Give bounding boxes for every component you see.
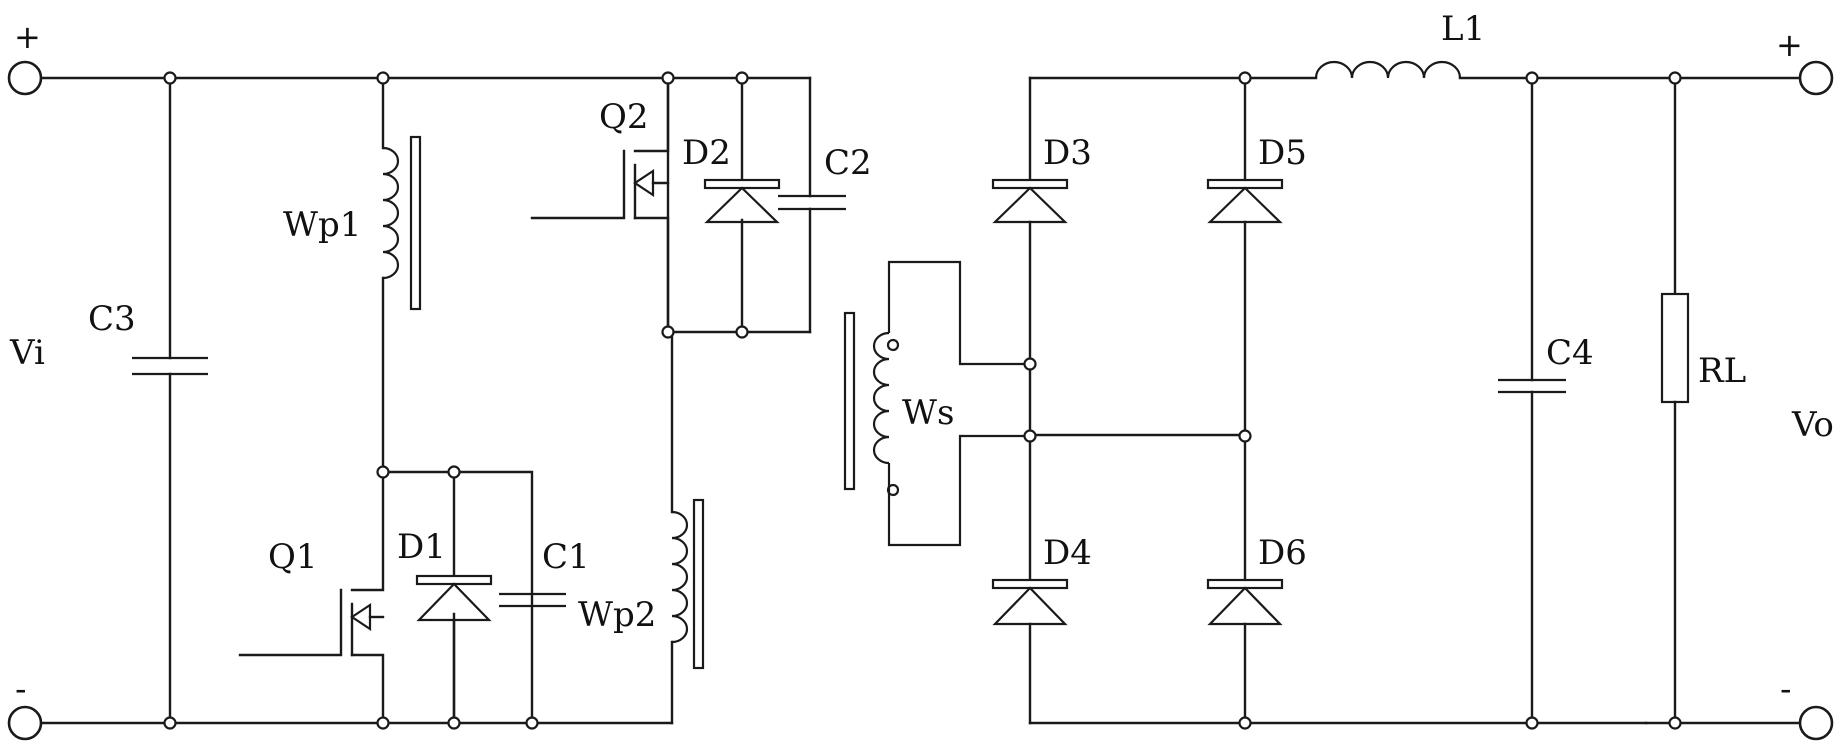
- resistor-rl: [1662, 78, 1688, 723]
- input-minus-terminal: [9, 707, 41, 739]
- labels: + - Vi + - Vo C3 Wp1 Q1 D1 C1 Wp2 Q2 D2 …: [9, 9, 1834, 708]
- diode-d2: [705, 180, 779, 222]
- winding-wp1: [383, 78, 420, 472]
- label-wp1: Wp1: [283, 205, 361, 245]
- output-plus-sign: +: [1776, 26, 1803, 64]
- label-ws: Ws: [902, 393, 954, 433]
- label-d1: D1: [397, 527, 446, 567]
- label-d4: D4: [1043, 533, 1092, 573]
- input-terminals: [9, 62, 41, 739]
- output-terminals: [1800, 62, 1832, 739]
- winding-wp2: [672, 332, 703, 723]
- inductor-l1: [1245, 62, 1800, 78]
- label-q1: Q1: [268, 537, 318, 577]
- output-plus-terminal: [1800, 62, 1832, 94]
- label-rl: RL: [1698, 351, 1746, 391]
- input-plus-sign: +: [14, 18, 41, 56]
- capacitor-c2: [778, 196, 846, 209]
- transistor-q1: [240, 472, 383, 723]
- label-c3: C3: [88, 299, 136, 339]
- label-wp2: Wp2: [578, 595, 656, 635]
- diode-d6: [1208, 580, 1282, 723]
- secondary-junctions: [1025, 73, 1681, 729]
- capacitor-c4: [1498, 78, 1566, 723]
- label-d2: D2: [682, 133, 731, 173]
- label-c1: C1: [542, 537, 590, 577]
- secondary-side: [845, 62, 1832, 739]
- label-c2: C2: [824, 143, 872, 183]
- output-minus-terminal: [1800, 707, 1832, 739]
- label-d6: D6: [1258, 533, 1307, 573]
- diode-d1: [417, 576, 491, 723]
- output-minus-sign: -: [1780, 670, 1792, 708]
- label-d5: D5: [1258, 133, 1307, 173]
- input-voltage-label: Vi: [9, 333, 45, 373]
- primary-junctions: [165, 73, 748, 729]
- capacitor-c3: [132, 78, 208, 723]
- label-q2: Q2: [599, 97, 649, 137]
- diode-d4: [993, 580, 1067, 723]
- output-voltage-label: Vo: [1791, 405, 1834, 445]
- input-plus-terminal: [9, 62, 41, 94]
- label-l1: L1: [1441, 9, 1485, 49]
- input-minus-sign: -: [15, 670, 27, 708]
- label-d3: D3: [1043, 133, 1092, 173]
- label-c4: C4: [1546, 333, 1594, 373]
